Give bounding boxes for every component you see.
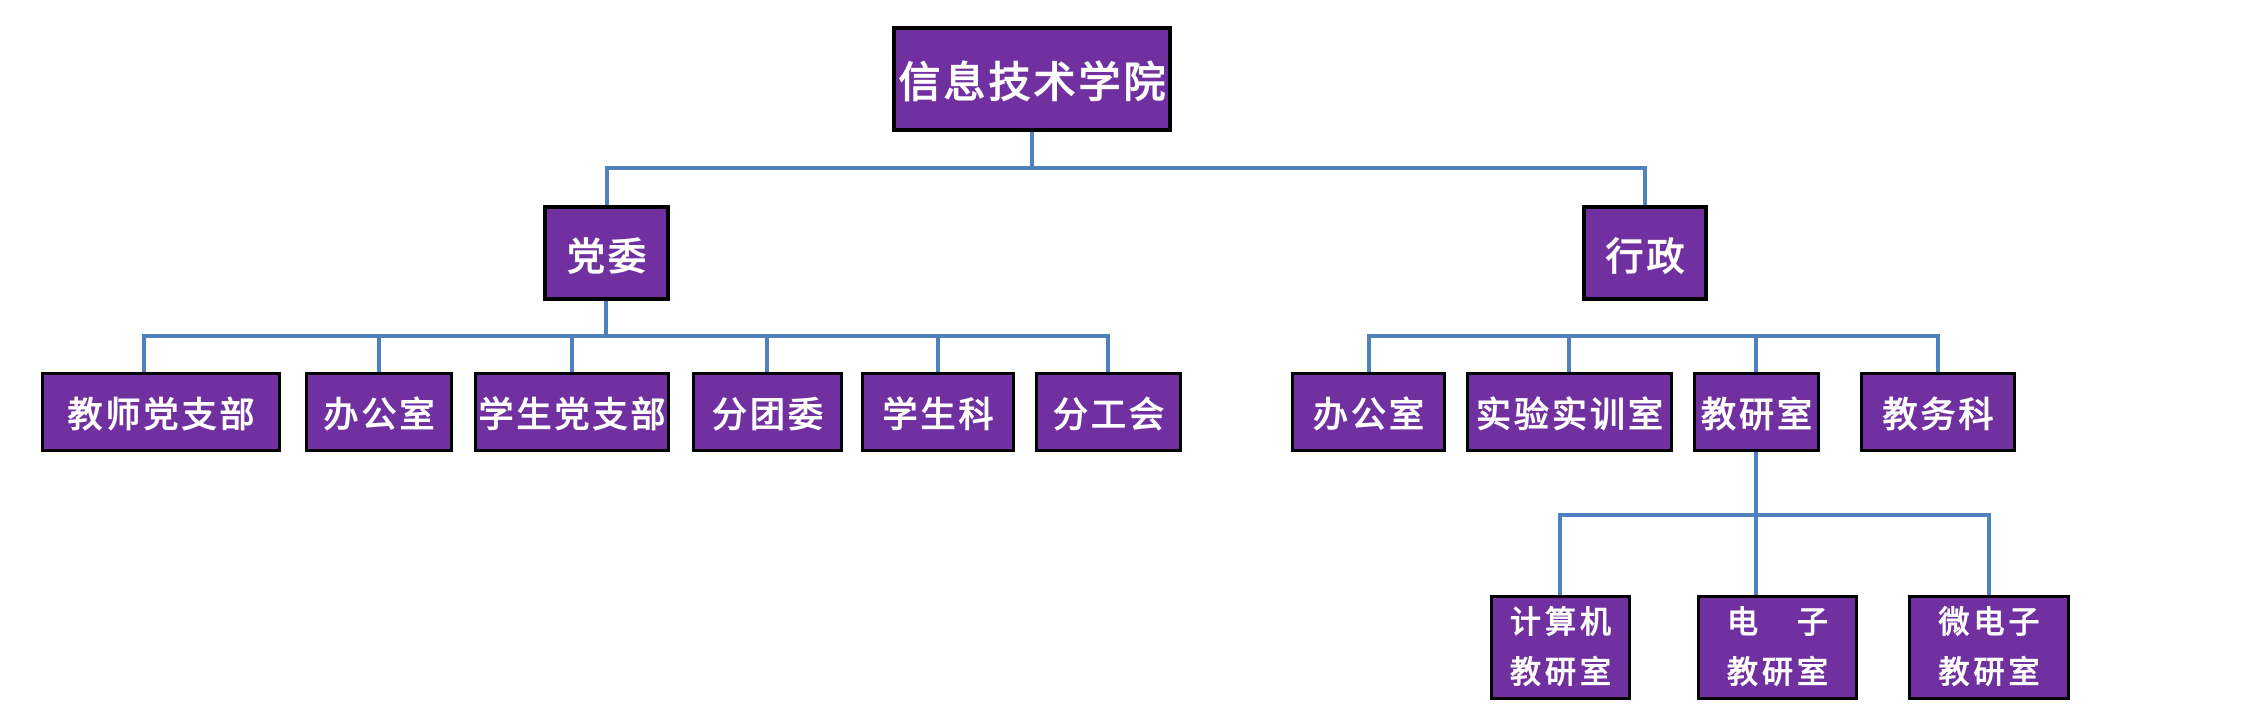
node-computer-teaching-research-office: 计算机 教研室 — [1490, 595, 1631, 700]
node-label-line2: 教研室 — [1510, 654, 1615, 690]
connector-drop-teacher-party-branch — [142, 334, 146, 374]
connector-drop-admin-office — [1367, 334, 1371, 374]
node-label-line2: 教研室 — [1727, 654, 1832, 690]
node-electronics-teaching-research-office: 电 子 教研室 — [1697, 595, 1858, 700]
node-label: 办公室 — [323, 395, 438, 435]
connector-party-children-horizontal — [142, 334, 1110, 338]
node-teacher-party-branch: 教师党支部 — [41, 372, 281, 452]
node-label-line1: 计算机 — [1510, 604, 1615, 640]
connector-drop-youth-league — [765, 334, 769, 374]
node-admin-office: 办公室 — [1291, 372, 1446, 452]
node-label: 党委 — [566, 236, 649, 279]
connector-drop-admin — [1643, 166, 1647, 207]
connector-drop-microelectronics-tro — [1987, 513, 1991, 597]
node-label-line1: 电 子 — [1727, 604, 1832, 640]
node-label: 学生党支部 — [478, 395, 669, 435]
node-party-committee: 党委 — [543, 205, 670, 301]
node-microelectronics-teaching-research-office: 微电子 教研室 — [1908, 595, 2070, 700]
node-youth-league: 分团委 — [692, 372, 843, 452]
connector-drop-student-party-branch — [570, 334, 574, 374]
node-label: 学生科 — [882, 395, 997, 435]
connector-drop-labor-union — [1106, 334, 1110, 374]
node-label: 分工会 — [1052, 395, 1167, 435]
node-label-line2: 教研室 — [1938, 654, 2044, 690]
connector-admin-children-horizontal — [1367, 334, 1940, 338]
connector-drop-lab-training-room — [1567, 334, 1571, 374]
node-label: 办公室 — [1312, 395, 1427, 435]
node-administration: 行政 — [1582, 205, 1708, 301]
connector-drop-student-section — [936, 334, 940, 374]
connector-party-riser — [604, 299, 608, 336]
connector-tro-children-horizontal — [1558, 513, 1991, 517]
connector-teaching-research-riser — [1754, 450, 1758, 597]
node-lab-training-room: 实验实训室 — [1466, 372, 1673, 452]
connector-drop-teaching-research — [1754, 334, 1758, 374]
node-student-party-branch: 学生党支部 — [474, 372, 670, 452]
node-label: 实验实训室 — [1475, 395, 1666, 435]
connector-drop-party-office — [377, 334, 381, 374]
node-label: 教务科 — [1882, 395, 1997, 435]
connector-level1-horizontal — [605, 166, 1647, 170]
node-labor-union: 分工会 — [1035, 372, 1182, 452]
node-label: 教师党支部 — [67, 395, 258, 435]
node-college-root: 信息技术学院 — [892, 26, 1172, 132]
node-party-office: 办公室 — [305, 372, 453, 452]
connector-drop-computer-tro — [1558, 513, 1562, 597]
node-student-section: 学生科 — [861, 372, 1015, 452]
node-academic-affairs-section: 教务科 — [1860, 372, 2016, 452]
connector-drop-academic-affairs — [1936, 334, 1940, 374]
connector-drop-party — [605, 166, 609, 207]
connector-root-riser — [1030, 132, 1034, 168]
node-label: 行政 — [1605, 236, 1688, 279]
node-label: 教研室 — [1700, 395, 1815, 435]
node-teaching-research-office: 教研室 — [1693, 372, 1820, 452]
node-label: 分团委 — [711, 395, 826, 435]
node-label-line1: 微电子 — [1938, 604, 2044, 640]
node-label: 信息技术学院 — [898, 58, 1169, 106]
